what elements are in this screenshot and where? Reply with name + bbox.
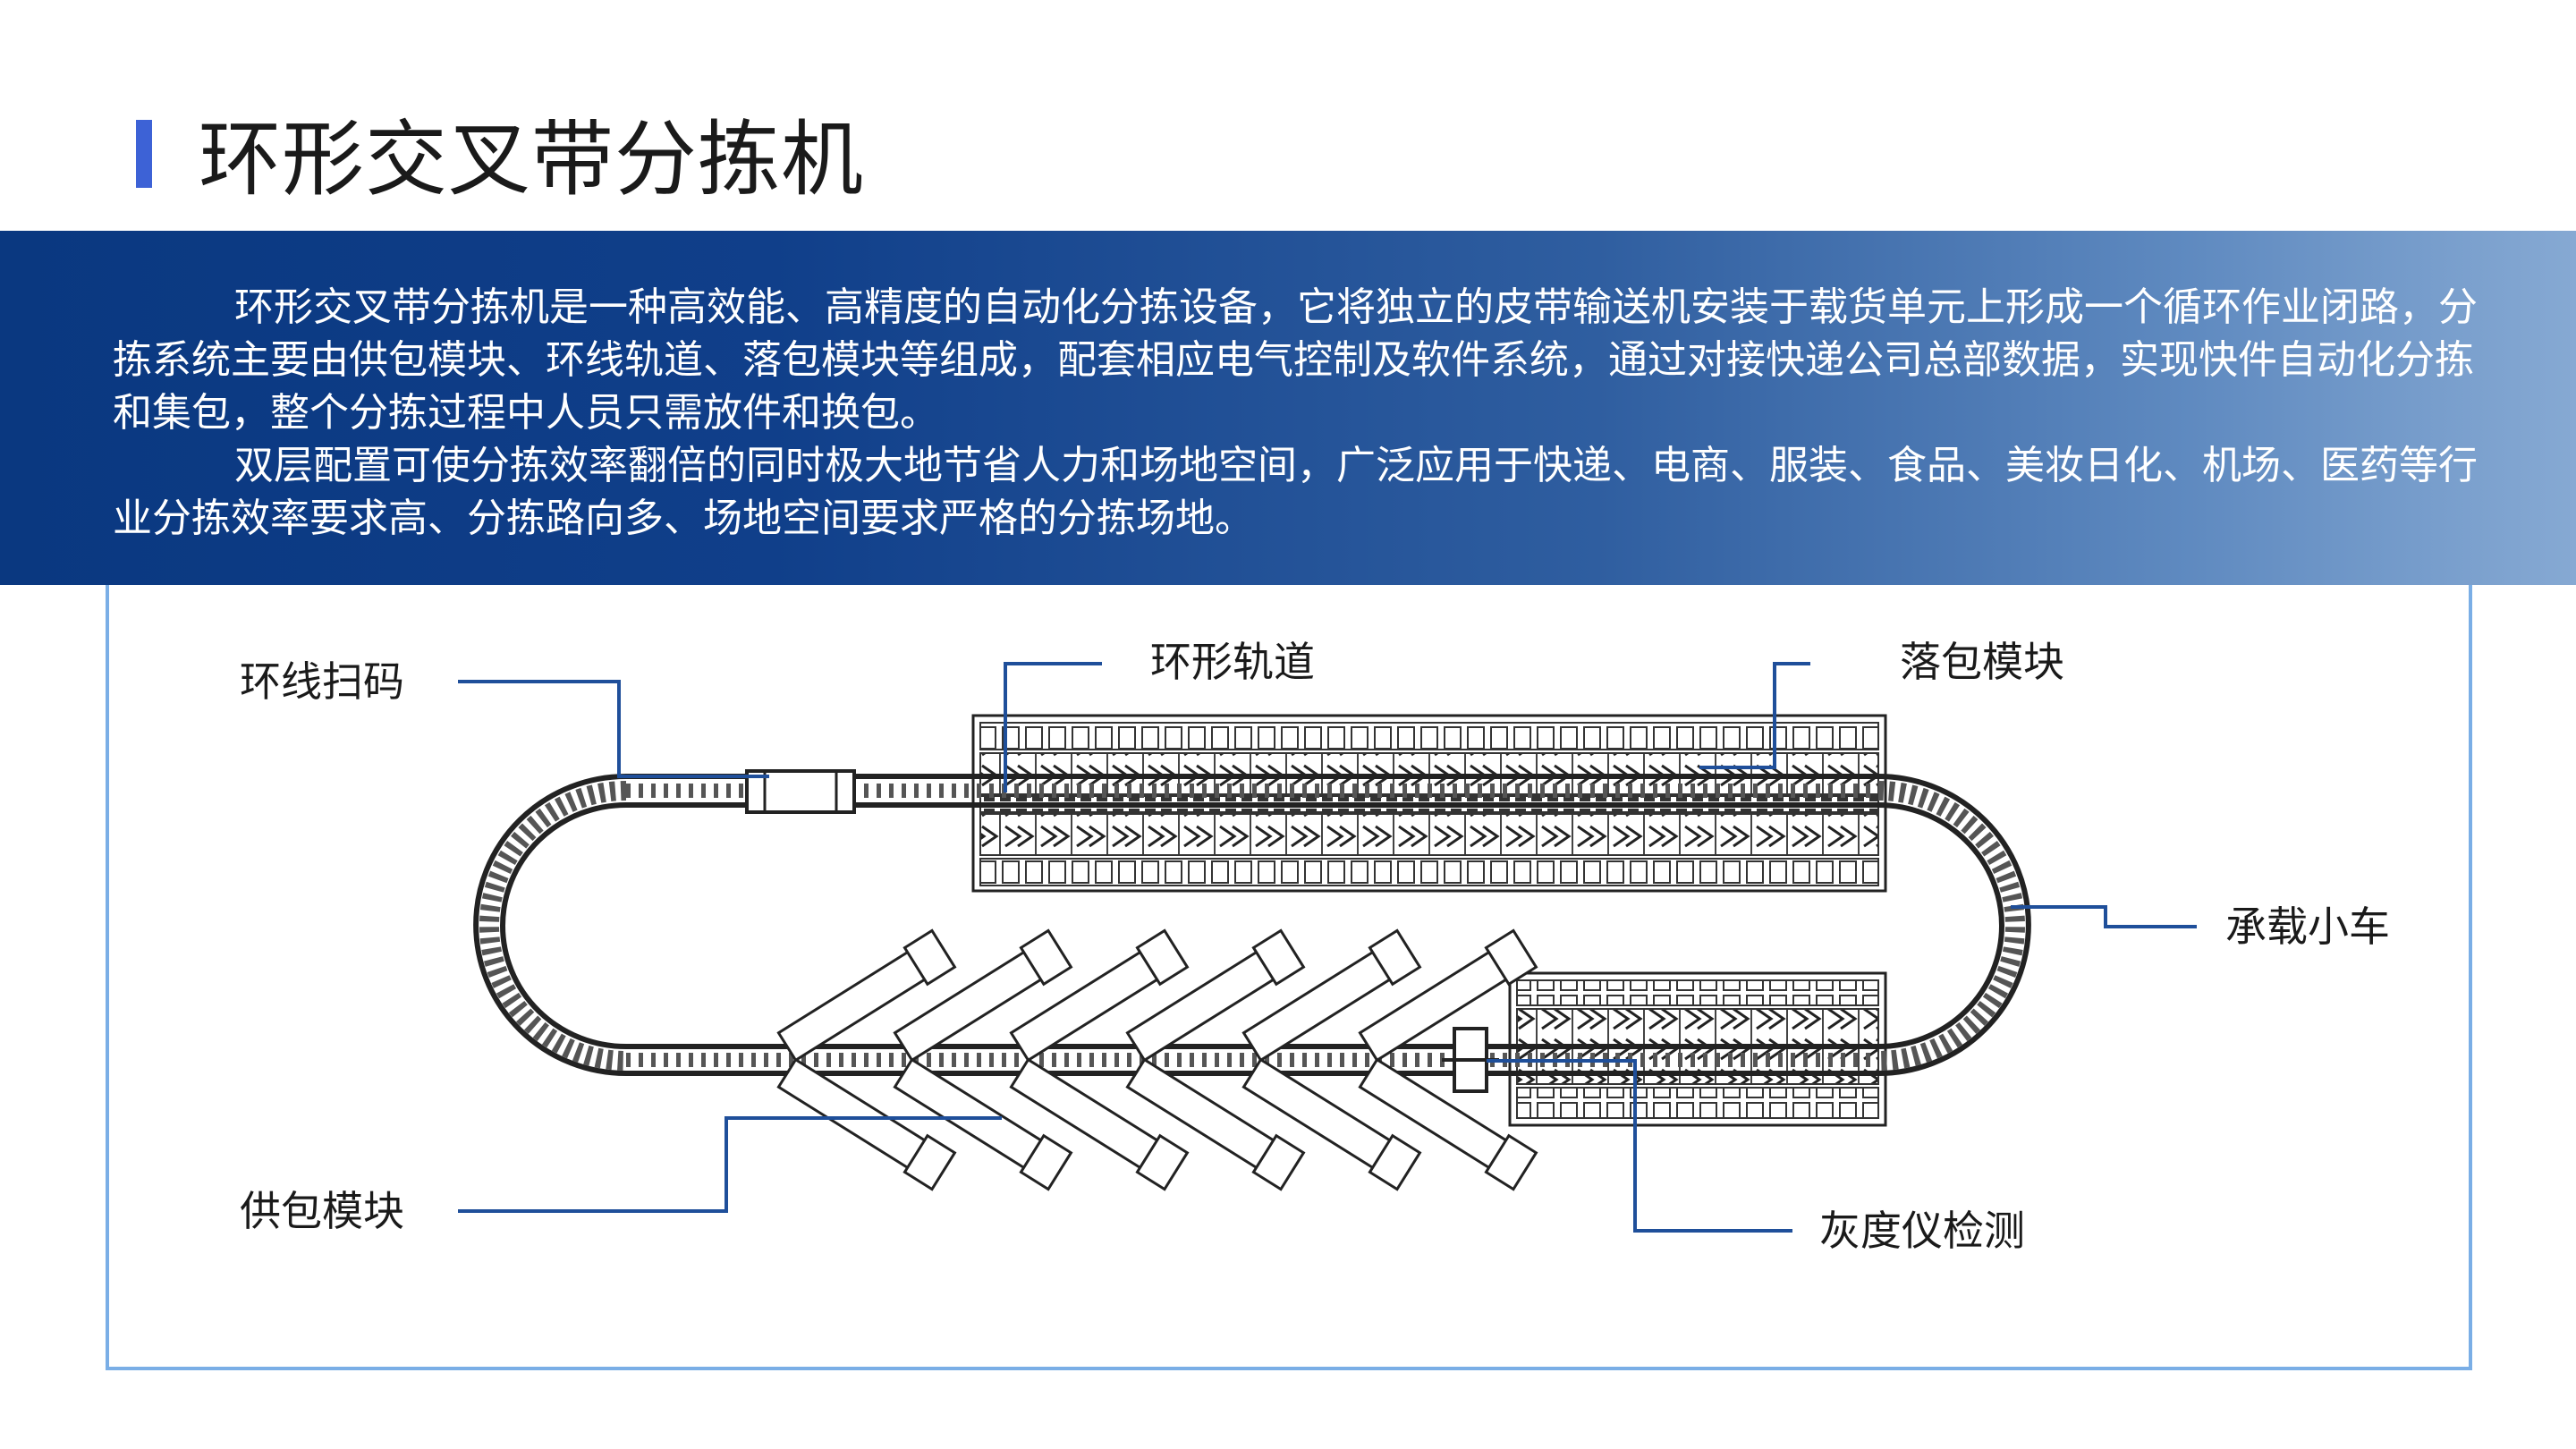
leader-loop-scan bbox=[458, 680, 769, 778]
scan-station bbox=[745, 769, 856, 814]
label-loop-scan: 环线扫码 bbox=[240, 657, 404, 706]
leader-gray-scale bbox=[1487, 1059, 1792, 1233]
label-gray-scale-detect: 灰度仪检测 bbox=[1819, 1207, 2025, 1255]
lower-drop-module bbox=[1508, 971, 1887, 1127]
label-carrier-cart: 承载小车 bbox=[2225, 902, 2390, 951]
leader-feed-module bbox=[458, 1116, 1002, 1213]
leader-ring-track bbox=[1004, 662, 1102, 792]
label-feed-module: 供包模块 bbox=[240, 1187, 404, 1235]
label-drop-module: 落包模块 bbox=[1900, 638, 2064, 686]
diagram-frame bbox=[106, 585, 2472, 1370]
intro-paragraph-1: 环形交叉带分拣机是一种高效能、高精度的自动化分拣设备，它将独立的皮带输送机安装于… bbox=[113, 284, 2478, 436]
title-accent-bar bbox=[136, 120, 152, 188]
page-title: 环形交叉带分拣机 bbox=[199, 112, 865, 208]
intro-banner: 环形交叉带分拣机是一种高效能、高精度的自动化分拣设备，它将独立的皮带输送机安装于… bbox=[0, 231, 2576, 585]
feed-module bbox=[776, 928, 1538, 1191]
intro-text: 环形交叉带分拣机是一种高效能、高精度的自动化分拣设备，它将独立的皮带输送机安装于… bbox=[113, 281, 2510, 545]
intro-paragraph-2: 双层配置可使分拣效率翻倍的同时极大地节省人力和场地空间，广泛应用于快递、电商、服… bbox=[113, 443, 2478, 541]
leader-drop-module bbox=[1699, 662, 1810, 769]
leader-lines bbox=[458, 662, 2197, 1233]
leader-carrier-cart bbox=[2011, 905, 2197, 928]
label-ring-track: 环形轨道 bbox=[1150, 638, 1315, 686]
